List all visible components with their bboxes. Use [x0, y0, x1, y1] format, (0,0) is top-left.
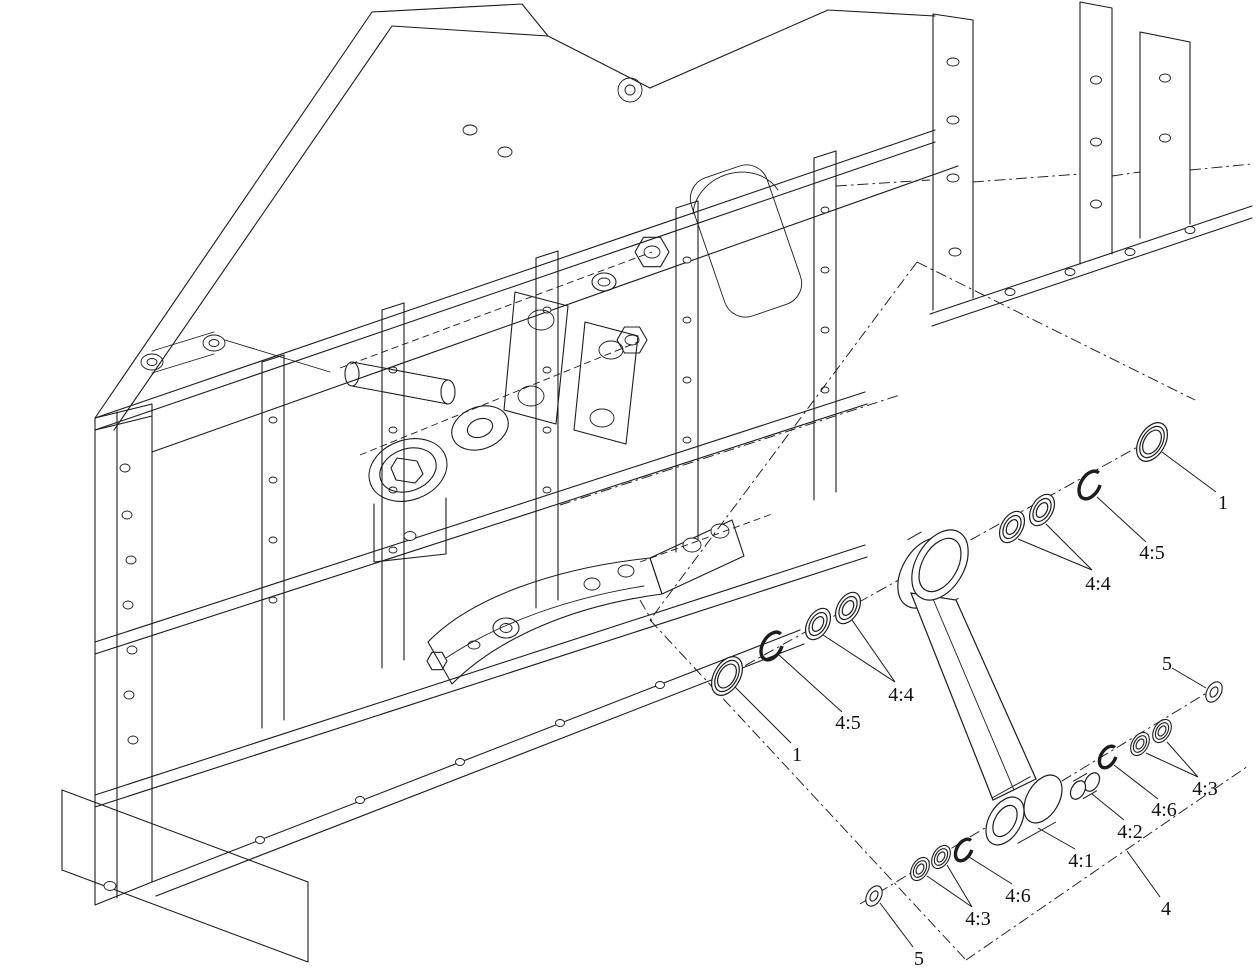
- right-posts: [835, 1, 1253, 327]
- washer-drawing-upper-left: [704, 650, 750, 702]
- bearing-drawing-upper-left-b: [799, 603, 837, 645]
- exploded-view: 1 4:5 4:4 4:4 4:5 1 5 4:3 4:6 4:2 4:1 4 …: [649, 261, 1249, 970]
- callout-label-bearings-lower-right: 4:3: [1192, 778, 1218, 800]
- back-wall-posts: [261, 150, 837, 729]
- callout-label-link-assembly: 4: [1161, 898, 1171, 920]
- pivot-cluster: [339, 236, 670, 563]
- link-arm-drawing: [897, 529, 1063, 846]
- rocker-arm: [426, 513, 773, 685]
- callout-label-washer-upper-left: 1: [792, 744, 802, 766]
- small-washer-drawing-right: [1201, 678, 1227, 706]
- eye-bracket: [140, 331, 331, 374]
- callout-label-small-washer-right: 5: [1162, 653, 1172, 675]
- callout-labels: 1 4:5 4:4 4:4 4:5 1 5 4:3 4:6 4:2 4:1 4 …: [792, 492, 1228, 970]
- callout-label-bearings-lower-left: 4:3: [965, 908, 991, 930]
- bearing-drawing-upper-left-a: [829, 587, 867, 629]
- base-plate: [61, 681, 665, 963]
- frame-rails: [94, 129, 959, 897]
- callout-label-ring-lower-right: 4:6: [1151, 799, 1177, 821]
- callout-label-ring-lower-left: 4:6: [1005, 885, 1031, 907]
- machine-frame-drawing: [61, 1, 1253, 963]
- callout-label-link-arm: 4:1: [1068, 850, 1094, 872]
- leader-lines: [734, 451, 1217, 948]
- washer-drawing-upper-right: [1129, 416, 1175, 468]
- callout-label-small-washer-left: 5: [914, 948, 924, 970]
- callout-label-washer-upper-right: 1: [1218, 492, 1228, 514]
- callout-label-spacer: 4:2: [1117, 821, 1143, 843]
- boundary-lines: [649, 261, 1249, 961]
- bearing-drawing-lower-left-a: [927, 841, 955, 873]
- boom-mast: [94, 3, 936, 431]
- bearing-drawing-upper-right-a: [1023, 489, 1061, 531]
- bearing-drawing-lower-left-b: [906, 853, 934, 885]
- callout-label-bearings-upper-right: 4:4: [1085, 573, 1111, 595]
- callout-label-bearings-upper-left: 4:4: [888, 684, 914, 706]
- spacer-drawing: [1069, 772, 1101, 800]
- left-post: [94, 403, 153, 906]
- retaining-ring-drawing-upper-right: [1072, 465, 1108, 505]
- callout-label-ring-upper-left: 4:5: [835, 712, 861, 734]
- callout-label-ring-upper-right: 4:5: [1139, 542, 1165, 564]
- bearing-drawing-lower-right-a: [1148, 715, 1176, 747]
- bearing-drawing-upper-right-b: [993, 506, 1031, 548]
